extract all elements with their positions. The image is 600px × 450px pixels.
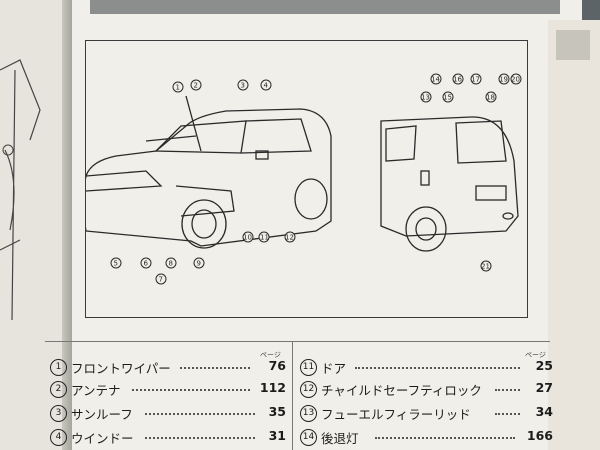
leader-dots	[495, 413, 520, 416]
svg-text:13: 13	[421, 94, 430, 102]
svg-text:20: 20	[511, 76, 520, 84]
svg-text:16: 16	[453, 76, 462, 84]
car-illustration-frame: 1 2 3 4 5 6 7 8 9 10 11 12 13 14 15 16 1…	[80, 40, 528, 318]
item-page: 27	[535, 380, 553, 395]
svg-text:5: 5	[114, 260, 118, 268]
svg-text:3: 3	[241, 82, 245, 90]
svg-text:6: 6	[144, 260, 149, 268]
leader-dots	[495, 389, 520, 392]
svg-text:21: 21	[481, 263, 490, 271]
svg-text:12: 12	[285, 234, 294, 242]
leader-dots	[375, 437, 515, 440]
svg-text:10: 10	[243, 234, 252, 242]
item-label: チャイルドセーフティロック	[321, 383, 482, 398]
index-tab	[556, 30, 590, 60]
item-label: アンテナ	[71, 383, 121, 398]
left-page-diagram	[0, 59, 41, 321]
svg-text:9: 9	[197, 260, 201, 268]
item-label: ドア	[321, 361, 347, 376]
list-item: 13 フューエルフィラーリッド 34	[300, 404, 553, 424]
svg-text:18: 18	[486, 94, 495, 102]
leader-dots	[355, 367, 520, 370]
item-number: 3	[50, 405, 67, 422]
item-label: サンルーフ	[71, 407, 133, 422]
list-item: 11 ドア 25	[300, 358, 553, 378]
svg-text:14: 14	[431, 76, 440, 84]
page-unit-label: ページ	[260, 351, 281, 359]
item-number: 13	[300, 405, 317, 422]
list-item: 1 フロントワイパー 76	[50, 358, 286, 378]
item-label: フロントワイパー	[71, 361, 171, 376]
item-number: 14	[300, 429, 317, 446]
item-number: 1	[50, 359, 67, 376]
item-page: 31	[268, 428, 286, 443]
svg-text:2: 2	[194, 82, 198, 90]
leader-dots	[145, 437, 255, 440]
page-unit-label: ページ	[525, 351, 546, 359]
item-number: 4	[50, 429, 67, 446]
svg-text:8: 8	[169, 260, 173, 268]
item-label: ウインドー	[71, 431, 134, 446]
item-page: 76	[268, 358, 286, 373]
page-header-bar	[90, 0, 560, 14]
item-page: 34	[535, 404, 553, 419]
item-number: 11	[300, 359, 317, 376]
leader-dots	[132, 389, 250, 392]
next-page-edge	[548, 20, 600, 450]
item-page: 25	[535, 358, 553, 373]
list-item: 14 後退灯 166	[300, 428, 553, 448]
manual-page	[72, 0, 582, 450]
svg-text:11: 11	[260, 234, 269, 242]
item-number: 12	[300, 381, 317, 398]
item-page: 112	[259, 380, 286, 395]
svg-text:1: 1	[176, 84, 180, 92]
leader-dots	[180, 367, 250, 370]
list-item: 2 アンテナ 112	[50, 380, 286, 400]
item-label: 後退灯	[321, 431, 359, 446]
callout-markers: 1 2 3 4 5 6 7 8 9 10 11 12 13 14 15 16 1…	[110, 73, 522, 285]
rear-car-drawing	[380, 116, 519, 252]
item-number: 2	[50, 381, 67, 398]
list-divider	[292, 341, 293, 450]
svg-text:4: 4	[264, 82, 269, 90]
item-page: 166	[526, 428, 553, 443]
front-car-drawing	[80, 95, 332, 249]
svg-text:17: 17	[471, 76, 480, 84]
svg-text:15: 15	[443, 94, 452, 102]
svg-text:19: 19	[499, 76, 508, 84]
svg-text:7: 7	[159, 276, 163, 284]
car-illustration: 1 2 3 4 5 6 7 8 9 10 11 12 13 14 15 16 1…	[80, 73, 522, 285]
item-page: 35	[268, 404, 286, 419]
list-item: 4 ウインドー 31	[50, 428, 286, 448]
item-label: フューエルフィラーリッド	[321, 407, 471, 422]
list-top-rule	[45, 341, 550, 342]
list-item: 12 チャイルドセーフティロック 27	[300, 380, 553, 400]
list-item: 3 サンルーフ 35	[50, 404, 286, 424]
leader-dots	[145, 413, 255, 416]
